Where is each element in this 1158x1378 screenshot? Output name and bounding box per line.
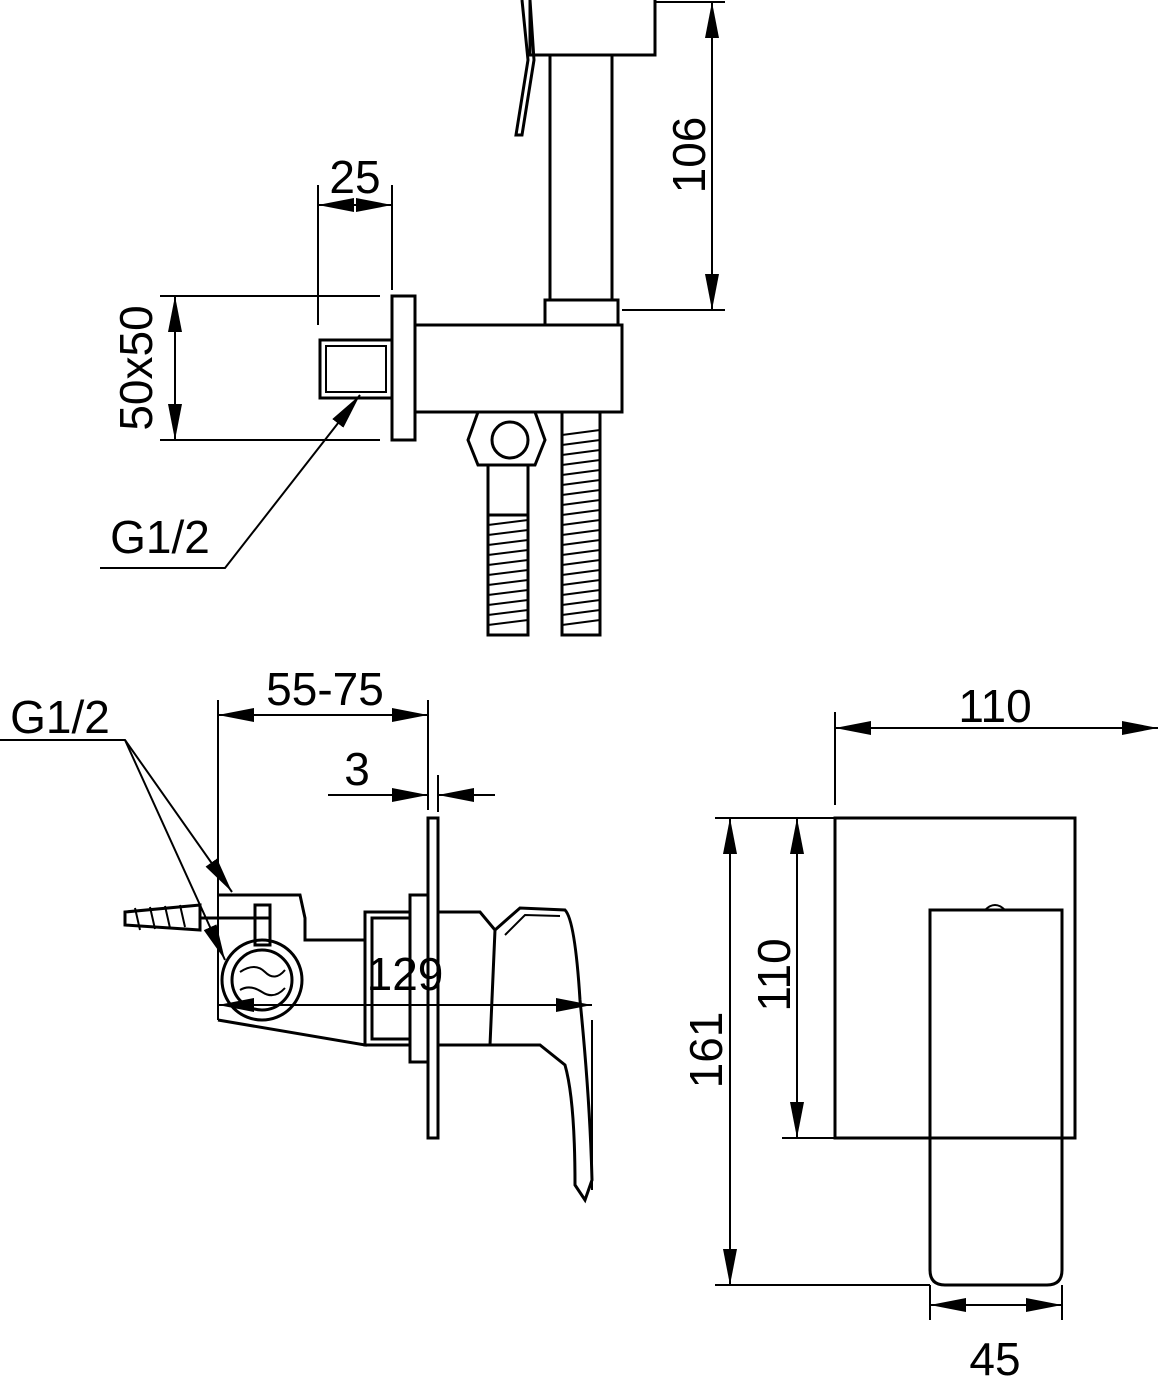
dimension-110-width (834, 712, 1158, 805)
dim-label-25: 25 (329, 151, 380, 203)
dimension-129 (217, 998, 593, 1190)
dimension-45 (929, 1285, 1063, 1320)
dimension-161 (715, 817, 930, 1286)
dim-label-161: 161 (680, 1012, 732, 1089)
dim-label-129: 129 (367, 948, 444, 1000)
hose-connector-nut (466, 410, 547, 517)
dimension-50x50 (160, 295, 380, 441)
dimension-25 (317, 185, 393, 325)
top-view: 25 106 50x50 G1/2 (100, 0, 725, 637)
dim-label-45: 45 (969, 1333, 1020, 1378)
hand-shower (514, 0, 657, 327)
valve-body-side (123, 816, 497, 1140)
thread-label-side: G1/2 (10, 691, 110, 743)
dimension-106 (622, 1, 725, 311)
dim-label-110-height: 110 (748, 938, 800, 1011)
hoses (486, 410, 602, 637)
lever-handle-side (490, 906, 594, 1204)
thread-leader-top (100, 394, 361, 569)
dim-label-110-width: 110 (958, 680, 1031, 732)
thread-label-top: G1/2 (110, 511, 210, 563)
thread-leader-side (0, 739, 233, 961)
side-view: 55-75 3 129 G1/2 (0, 663, 594, 1204)
dim-label-106: 106 (663, 117, 715, 194)
dimension-110-height (782, 818, 835, 1139)
dim-label-3: 3 (344, 743, 370, 795)
lever-handle-front (928, 908, 1064, 1287)
dim-label-55-75: 55-75 (266, 663, 384, 715)
cover-plate (833, 816, 1077, 1140)
front-view: 110 161 110 45 (680, 680, 1158, 1378)
outlet-body (318, 294, 624, 442)
dim-label-50x50: 50x50 (110, 305, 162, 430)
dimension-3 (328, 775, 495, 812)
